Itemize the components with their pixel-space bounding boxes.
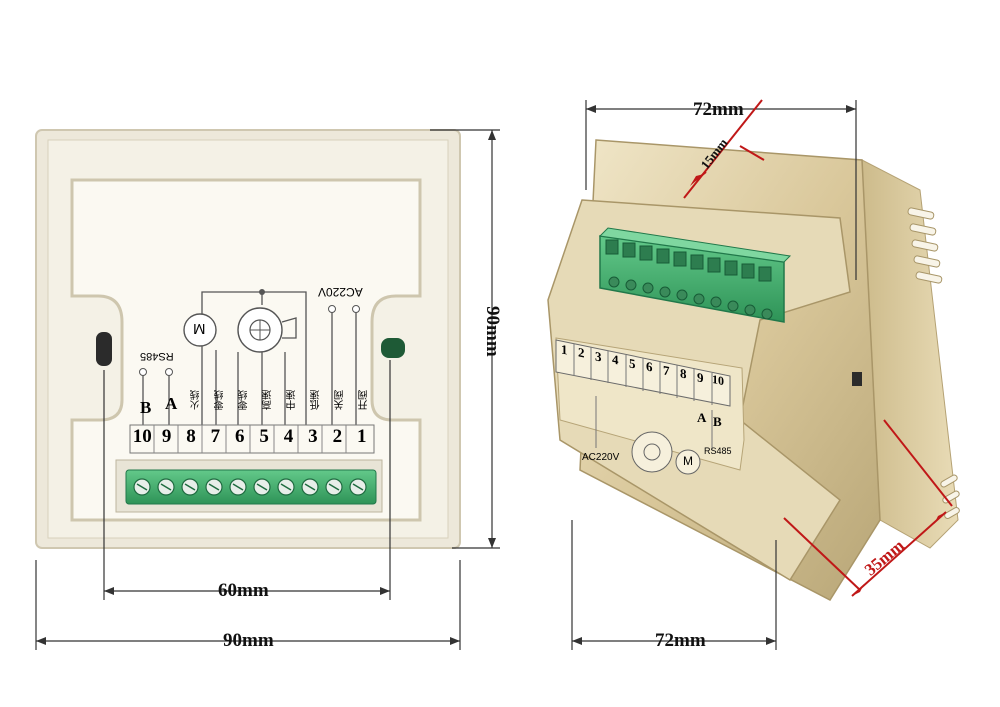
terminal-label: 零线	[215, 390, 226, 410]
terminal-number: 2	[332, 426, 343, 447]
wiring-schematic	[142, 291, 357, 425]
terminal-number-row	[129, 424, 375, 454]
terminal-number: 9	[161, 426, 172, 447]
rs485-label: RS485	[140, 350, 174, 362]
terminal-label: 关阀	[335, 390, 346, 410]
terminal-number: 3	[308, 426, 318, 447]
side-ac220-label: AC220V	[582, 452, 620, 463]
side-mount-hole	[852, 372, 862, 386]
terminal-number: 6	[235, 426, 245, 447]
side-terminal-number: 7	[663, 362, 670, 379]
back-width-label: 90mm	[223, 630, 274, 651]
side-bus-letter-a: A	[697, 410, 707, 425]
terminal-label: 零线	[239, 390, 250, 410]
terminal-label: 低速	[311, 390, 322, 410]
right-dimension-lines	[571, 100, 857, 650]
terminal-number: 5	[259, 426, 269, 447]
side-width-bottom-label: 72mm	[655, 630, 706, 651]
side-terminal-number: 5	[629, 355, 636, 372]
side-terminal-number: 10	[712, 371, 724, 389]
terminal-label: 高速	[263, 390, 274, 410]
side-motor-label: M	[683, 454, 693, 468]
terminal-label: 火线	[191, 390, 202, 410]
bus-letter-b: B	[140, 398, 152, 417]
side-terminal-number: 9	[697, 369, 704, 386]
terminal-block	[125, 469, 377, 505]
side-terminal-number: 6	[646, 358, 653, 375]
side-bus-letter-b: B	[713, 414, 722, 429]
terminal-number: 8	[186, 426, 196, 447]
side-width-top-label: 72mm	[693, 99, 744, 120]
side-terminal-screws	[608, 276, 773, 320]
side-terminal-number: 3	[595, 348, 602, 365]
side-motor-icon	[675, 449, 701, 475]
side-view	[547, 139, 960, 601]
mount-spacing-label: 60mm	[218, 580, 269, 601]
back-view	[35, 129, 461, 549]
back-height-label: 90mm	[482, 306, 503, 357]
terminal-number: 7	[210, 426, 221, 447]
side-rs485-label: RS485	[704, 446, 732, 456]
side-number-row	[555, 339, 731, 407]
terminal-numbers: 10 9 8 7 6 5 4 3 2 1	[130, 426, 374, 452]
left-dimension-lines	[35, 129, 500, 650]
motor-icon	[183, 313, 217, 347]
side-terminal-number: 1	[561, 341, 568, 358]
terminal-number: 10	[132, 426, 152, 447]
side-terminal-number: 2	[578, 344, 585, 361]
left-mount-hole	[96, 332, 112, 366]
terminal-number: 1	[356, 426, 367, 447]
terminal-label: 中速	[287, 390, 298, 410]
side-fan-icon	[631, 431, 673, 473]
right-mount-hole	[381, 338, 405, 358]
terminal-number: 4	[283, 426, 294, 447]
terminal-label: 开阀	[359, 390, 370, 410]
side-terminal-number: 8	[680, 365, 687, 382]
bus-letter-a: A	[165, 394, 178, 413]
motor-label: M	[193, 320, 206, 337]
side-terminal-numbers: 1 2 3 4 5 6 7 8 9 10	[558, 341, 738, 388]
ac220-label: AC220V	[318, 285, 363, 299]
side-terminal-number: 4	[612, 351, 619, 368]
